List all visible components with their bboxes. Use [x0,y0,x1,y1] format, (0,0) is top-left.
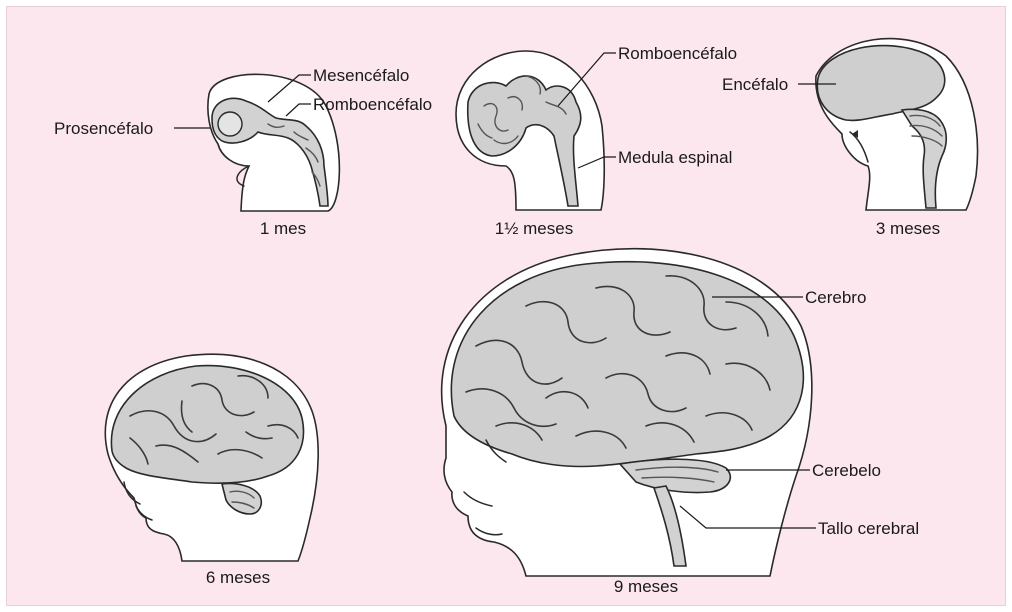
infant-9-meses-illustration [442,249,812,576]
label-romboencefalo-1: Romboencéfalo [313,95,432,114]
caption-3-meses: 3 meses [876,219,940,238]
label-cerebro: Cerebro [805,288,866,307]
label-medula-espinal: Medula espinal [618,148,732,167]
label-tallo-cerebral: Tallo cerebral [818,519,919,538]
caption-1-mes: 1 mes [260,219,306,238]
label-romboencefalo-2: Romboencéfalo [618,44,737,63]
label-cerebelo: Cerebelo [812,461,881,480]
caption-9-meses: 9 meses [614,577,678,596]
label-encefalo: Encéfalo [722,75,788,94]
label-prosencefalo: Prosencéfalo [54,119,153,138]
caption-6-meses: 6 meses [206,568,270,587]
figure-canvas: Prosencéfalo Mesencéfalo Romboencéfalo 1… [6,6,1006,606]
brain-development-figure: Prosencéfalo Mesencéfalo Romboencéfalo 1… [6,6,1006,606]
embryo-1-mes-prosencephalon [218,112,242,136]
caption-1-5-meses: 1½ meses [495,219,573,238]
label-mesencefalo-1: Mesencéfalo [313,66,409,85]
